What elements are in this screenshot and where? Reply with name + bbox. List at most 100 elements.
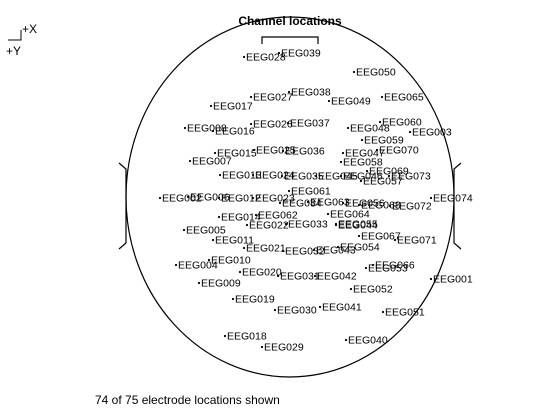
electrode-eeg026: EEG026: [249, 119, 293, 131]
left-ear-marker: [118, 162, 127, 250]
electrode-eeg066: EEG066: [371, 260, 415, 272]
electrode-eeg036: EEG036: [281, 146, 325, 158]
electrode-dot: [375, 148, 379, 152]
electrode-dot: [231, 297, 235, 301]
electrode-dot: [249, 122, 253, 126]
electrode-dot: [326, 212, 330, 216]
electrode-eeg033: EEG033: [284, 219, 328, 231]
electrode-label: EEG066: [375, 260, 415, 272]
electrode-dot: [327, 99, 331, 103]
electrode-eeg007: EEG007: [188, 156, 232, 168]
electrode-dot: [429, 277, 433, 281]
electrode-label: EEG054: [340, 242, 380, 254]
electrode-label: EEG057: [363, 176, 403, 188]
electrode-dot: [360, 138, 364, 142]
electrode-dot: [238, 270, 242, 274]
electrode-label: EEG039: [281, 48, 321, 60]
electrode-eeg020: EEG020: [238, 267, 282, 279]
electrode-eeg055: EEG055: [334, 219, 378, 231]
electrode-eeg070: EEG070: [375, 145, 419, 157]
electrode-label: EEG038: [291, 87, 331, 99]
electrode-label: EEG036: [285, 146, 325, 158]
electrode-eeg010: EEG010: [207, 255, 251, 267]
electrode-label: EEG005: [186, 225, 226, 237]
electrode-label: EEG012: [221, 193, 261, 205]
electrode-label: EEG047: [345, 148, 385, 160]
electrode-label: EEG067: [361, 231, 401, 243]
electrode-dot: [183, 126, 187, 130]
electrode-label: EEG060: [382, 117, 422, 129]
electrode-dot: [346, 126, 350, 130]
footer-status: 74 of 75 electrode locations shown: [95, 393, 280, 407]
electrode-dot: [245, 223, 249, 227]
electrode-dot: [242, 55, 246, 59]
electrode-label: EEG042: [317, 271, 357, 283]
electrode-eeg030: EEG030: [273, 305, 317, 317]
electrode-dot: [284, 222, 288, 226]
electrode-eeg051: EEG051: [381, 307, 425, 319]
electrode-label: EEG029: [264, 342, 304, 354]
electrode-dot: [211, 238, 215, 242]
electrode-eeg068: EEG068: [357, 200, 401, 212]
electrode-dot: [339, 174, 343, 178]
head-outline: [118, 16, 462, 378]
electrode-dot: [357, 203, 361, 207]
electrode-eeg049: EEG049: [327, 96, 371, 108]
electrode-eeg048: EEG048: [346, 123, 390, 135]
electrode-label: EEG053: [368, 263, 408, 275]
electrode-label: EEG072: [392, 201, 432, 213]
electrode-dot: [380, 95, 384, 99]
electrode-dot: [306, 200, 310, 204]
electrode-eeg028: EEG028: [242, 52, 286, 64]
electrode-dot: [341, 201, 345, 205]
electrode-label: EEG002: [162, 193, 202, 205]
electrode-label: EEG068: [361, 200, 401, 212]
electrode-label: EEG023: [255, 193, 295, 205]
electrode-label: EEG043: [316, 245, 356, 257]
electrode-label: EEG032: [285, 246, 325, 258]
electrode-dot: [188, 159, 192, 163]
electrode-eeg019: EEG019: [231, 294, 275, 306]
electrode-label: EEG069: [369, 166, 409, 178]
figure-title: Channel locations: [238, 14, 342, 28]
electrode-eeg054: EEG054: [336, 242, 380, 254]
electrode-label: EEG026: [253, 119, 293, 131]
electrode-label: EEG049: [331, 96, 371, 108]
orientation-indicator: +X +Y: [6, 22, 37, 58]
electrode-dot: [286, 121, 290, 125]
electrode-eeg012: EEG012: [217, 193, 261, 205]
electrode-eeg073: EEG073: [387, 171, 431, 183]
electrode-label: EEG034: [282, 198, 322, 210]
electrode-dot: [344, 338, 348, 342]
electrode-dot: [281, 249, 285, 253]
electrode-dot: [260, 345, 264, 349]
electrode-eeg011: EEG011: [211, 235, 254, 247]
electrode-dot: [211, 129, 215, 133]
electrode-label: EEG065: [384, 92, 424, 104]
electrode-dot: [388, 204, 392, 208]
electrode-dot: [281, 149, 285, 153]
electrode-label: EEG041: [322, 302, 362, 314]
electrode-label: EEG008: [187, 123, 227, 135]
electrode-eeg021: EEG021: [242, 243, 286, 255]
electrode-eeg056: EEG056: [341, 198, 385, 210]
electrode-dot: [251, 196, 255, 200]
electrode-eeg058: EEG058: [339, 157, 383, 169]
electrode-label: EEG027: [253, 92, 293, 104]
electrode-dot: [287, 189, 291, 193]
electrode-dot: [408, 130, 412, 134]
electrode-eeg024: EEG024: [251, 170, 295, 182]
electrode-dot: [336, 245, 340, 249]
electrode-label: EEG070: [379, 145, 419, 157]
electrode-eeg046: EEG046: [339, 171, 383, 183]
electrode-dot: [218, 173, 222, 177]
electrode-label: EEG064: [330, 209, 370, 221]
electrode-eeg063: EEG063: [306, 197, 350, 209]
electrode-dot: [352, 70, 356, 74]
electrode-eeg042: EEG042: [313, 271, 357, 283]
electrode-eeg004: EEG004: [174, 260, 218, 272]
electrode-label: EEG055: [338, 219, 378, 231]
electrode-label: EEG025: [256, 145, 296, 157]
electrode-eeg005: EEG005: [182, 225, 226, 237]
